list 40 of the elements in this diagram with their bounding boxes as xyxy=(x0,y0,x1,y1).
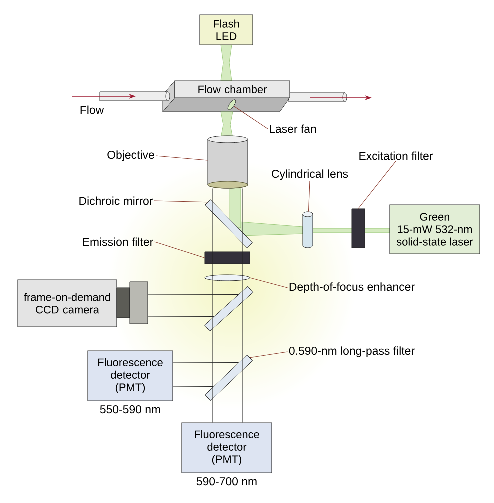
part-label: Emission filter xyxy=(83,238,154,246)
part-label: Depth-of-focus enhancer xyxy=(290,282,415,294)
leader-line xyxy=(154,200,208,203)
mirror-plate xyxy=(204,286,254,332)
laser-box: Green 15-mW 532-nm solid-state laser xyxy=(390,204,480,254)
light-path xyxy=(173,386,214,388)
mirror-plate xyxy=(205,200,253,248)
light-path xyxy=(148,294,239,296)
leader-line xyxy=(154,242,206,258)
camera-box: frame-on-demand CCD camera xyxy=(18,280,118,328)
camera-head xyxy=(116,282,148,324)
filter-plate xyxy=(205,354,253,402)
detector-box: Fluorescence detector (PMT) xyxy=(182,422,272,474)
light-path xyxy=(148,316,214,318)
filter-block xyxy=(204,252,250,264)
part-label: Cylindrical lens xyxy=(272,170,348,180)
part-label: Laser fan xyxy=(270,124,316,134)
part-label: Objective xyxy=(108,150,154,162)
wavelength-label: 550-590 nm xyxy=(100,406,160,414)
light-path xyxy=(173,362,240,364)
leader-line xyxy=(250,352,288,358)
cylindrical-lens xyxy=(302,212,314,248)
leader-line xyxy=(358,161,396,210)
filter-block xyxy=(352,208,366,248)
light-path xyxy=(212,188,213,423)
light-path xyxy=(242,188,243,423)
detector-box: Fluorescence detector (PMT) xyxy=(88,350,174,402)
flow-chamber: Flow chamber xyxy=(174,80,290,98)
leader-line xyxy=(156,156,208,161)
leader-line xyxy=(308,181,310,212)
part-label: 0.590-nm long-pass filter xyxy=(289,346,415,358)
part-label: Dichroic mirror xyxy=(80,196,154,206)
led-box: Flash LED xyxy=(200,14,254,46)
laser-fan xyxy=(228,100,236,110)
part-label: Excitation filter xyxy=(360,152,434,160)
wavelength-label: 590-700 nm xyxy=(196,478,257,486)
text-label: Flow xyxy=(80,106,104,114)
objective-lens xyxy=(208,136,248,189)
lens xyxy=(204,274,250,282)
leader-line xyxy=(250,278,288,288)
